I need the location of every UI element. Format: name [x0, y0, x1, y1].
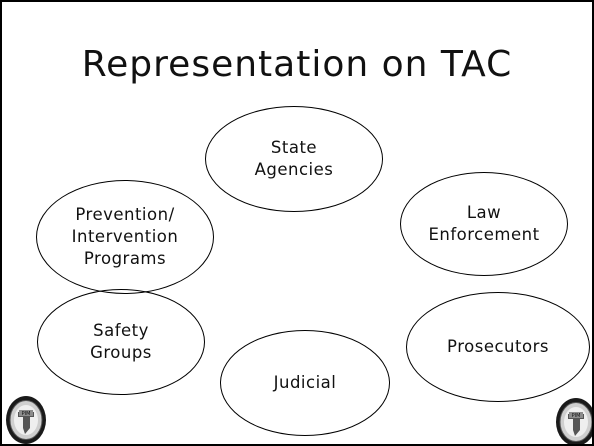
- node-label: Law Enforcement: [428, 203, 540, 244]
- node-safety-groups: Safety Groups: [37, 289, 205, 395]
- seal-emblem-icon: PIM: [6, 396, 46, 444]
- node-judicial: Judicial: [220, 330, 390, 436]
- node-label: Judicial: [273, 373, 337, 392]
- node-label: Prosecutors: [447, 337, 549, 356]
- node-label: Safety Groups: [90, 321, 152, 362]
- node-prosecutors: Prosecutors: [406, 292, 590, 402]
- node-prevention-intervention-programs: Prevention/ Intervention Programs: [36, 180, 214, 294]
- node-label: State Agencies: [254, 138, 334, 179]
- node-label: Prevention/ Intervention Programs: [71, 205, 179, 268]
- slide-title: Representation on TAC: [81, 44, 513, 85]
- seal-emblem-icon: PIM: [556, 398, 592, 444]
- logo-text: PIM: [22, 411, 31, 417]
- node-law-enforcement: Law Enforcement: [400, 172, 568, 276]
- node-state-agencies: State Agencies: [205, 106, 383, 212]
- logo-text: PIM: [572, 413, 581, 419]
